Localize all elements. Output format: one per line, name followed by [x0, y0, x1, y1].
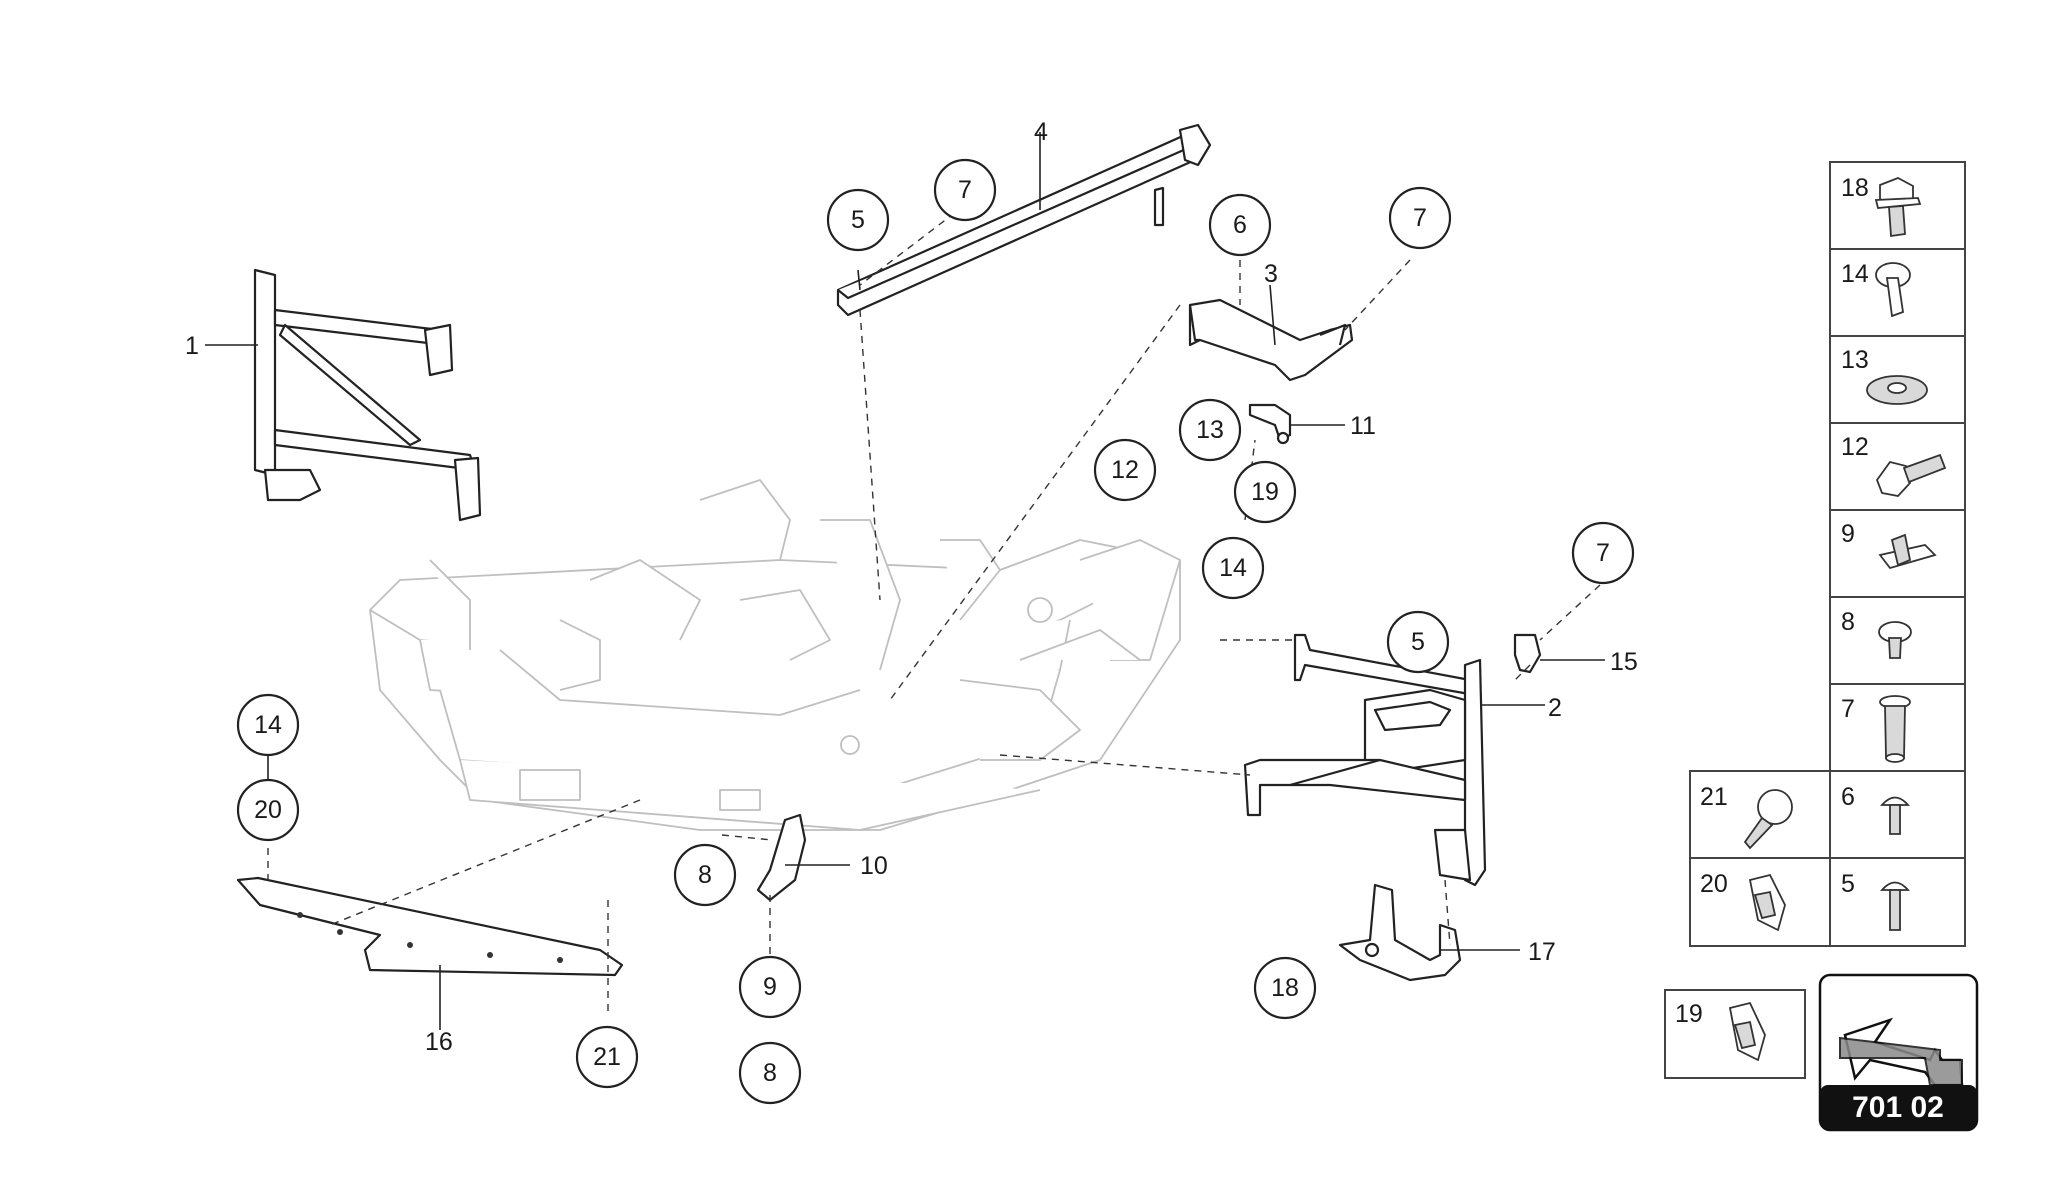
- legend-number-7: 7: [1841, 695, 1855, 723]
- part-17-bracket: [1338, 883, 1462, 982]
- part-label-4: 4: [1034, 118, 1048, 146]
- part-labels: 1 2 3 4 10 11 15 16 17: [185, 118, 1638, 1056]
- part-10-bracket: [756, 813, 807, 902]
- part-label-11: 11: [1350, 412, 1376, 440]
- part-11-bracket: [1248, 403, 1292, 445]
- callout-12: 12: [1093, 438, 1157, 502]
- legend-number-14: 14: [1841, 260, 1869, 288]
- svg-text:14: 14: [1219, 554, 1247, 582]
- mushroom-rivet-icon: [1880, 796, 1910, 835]
- callouts: 7 5 6 7 13 12 19 14 7 5 14 20 8 9 8 21 1…: [236, 158, 1635, 1105]
- spring-clip-icon: [1728, 1001, 1766, 1062]
- part-16-panel: [236, 876, 624, 977]
- legend-number-9: 9: [1841, 520, 1855, 548]
- legend-number-5: 5: [1841, 870, 1855, 898]
- part-3-bracket: [1188, 298, 1354, 382]
- part-label-10: 10: [860, 852, 888, 880]
- callout-14: 14: [236, 693, 300, 757]
- svg-text:20: 20: [254, 796, 282, 824]
- callout-14: 14: [1201, 536, 1265, 600]
- part-label-15: 15: [1610, 648, 1638, 676]
- part-15-bracket: [1513, 633, 1542, 674]
- part-label-16: 16: [425, 1028, 453, 1056]
- part-label-1: 1: [185, 332, 199, 360]
- hex-flange-bolt-icon: [1874, 177, 1922, 238]
- fastener-legend: 18 14 13 12 9 8 7 21 6 20 5 19: [1664, 161, 1966, 1079]
- callout-19: 19: [1233, 460, 1297, 524]
- legend-number-20: 20: [1700, 870, 1728, 898]
- callout-13: 13: [1178, 398, 1242, 462]
- reference-tag: 701 02: [1818, 973, 1979, 1132]
- svg-text:7: 7: [958, 176, 972, 204]
- svg-text:13: 13: [1196, 416, 1224, 444]
- legend-number-6: 6: [1841, 783, 1855, 811]
- callout-9: 9: [738, 955, 802, 1019]
- svg-text:14: 14: [254, 711, 282, 739]
- legend-number-19: 19: [1675, 1000, 1703, 1028]
- rivet-nut-icon: [1879, 695, 1911, 763]
- callout-7: 7: [1388, 186, 1452, 250]
- clip-nut-icon: [1878, 533, 1937, 570]
- callout-5: 5: [826, 188, 890, 252]
- spring-clip-icon: [1748, 873, 1786, 932]
- callout-20: 20: [236, 778, 300, 842]
- legend-number-12: 12: [1841, 433, 1869, 461]
- svg-text:6: 6: [1233, 211, 1247, 239]
- callout-21: 21: [575, 1025, 639, 1089]
- svg-text:7: 7: [1596, 539, 1610, 567]
- svg-text:5: 5: [1411, 628, 1425, 656]
- part-4-crossmember: [836, 123, 1212, 317]
- callout-8: 8: [673, 843, 737, 907]
- callout-8: 8: [738, 1041, 802, 1105]
- legend-number-13: 13: [1841, 346, 1869, 374]
- callout-5: 5: [1386, 610, 1450, 674]
- legend-number-8: 8: [1841, 608, 1855, 636]
- svg-text:21: 21: [593, 1043, 621, 1071]
- hex-bolt-icon: [1875, 453, 1947, 497]
- main-frame-drawing: [369, 479, 1181, 831]
- part-label-2: 2: [1548, 694, 1562, 722]
- torx-bolt-icon: [1743, 789, 1793, 850]
- legend-number-18: 18: [1841, 174, 1869, 202]
- svg-text:19: 19: [1251, 478, 1279, 506]
- callout-6: 6: [1208, 193, 1272, 257]
- callout-7: 7: [933, 158, 997, 222]
- part-2-frame: [1243, 633, 1487, 887]
- reference-code: 701 02: [1852, 1091, 1944, 1124]
- part-label-17: 17: [1528, 938, 1556, 966]
- mushroom-rivet-icon: [1880, 881, 1910, 931]
- svg-text:18: 18: [1271, 974, 1299, 1002]
- part-label-3: 3: [1264, 260, 1278, 288]
- svg-text:12: 12: [1111, 456, 1139, 484]
- callout-18: 18: [1253, 956, 1317, 1020]
- flange-screw-icon: [1878, 621, 1912, 659]
- svg-text:8: 8: [698, 861, 712, 889]
- callout-7: 7: [1571, 521, 1635, 585]
- part-1-bracket: [253, 268, 482, 522]
- legend-number-21: 21: [1700, 783, 1728, 811]
- svg-text:7: 7: [1413, 204, 1427, 232]
- svg-text:9: 9: [763, 973, 777, 1001]
- torx-screw-icon: [1875, 262, 1911, 318]
- svg-text:5: 5: [851, 206, 865, 234]
- washer-icon: [1866, 375, 1928, 405]
- svg-text:8: 8: [763, 1059, 777, 1087]
